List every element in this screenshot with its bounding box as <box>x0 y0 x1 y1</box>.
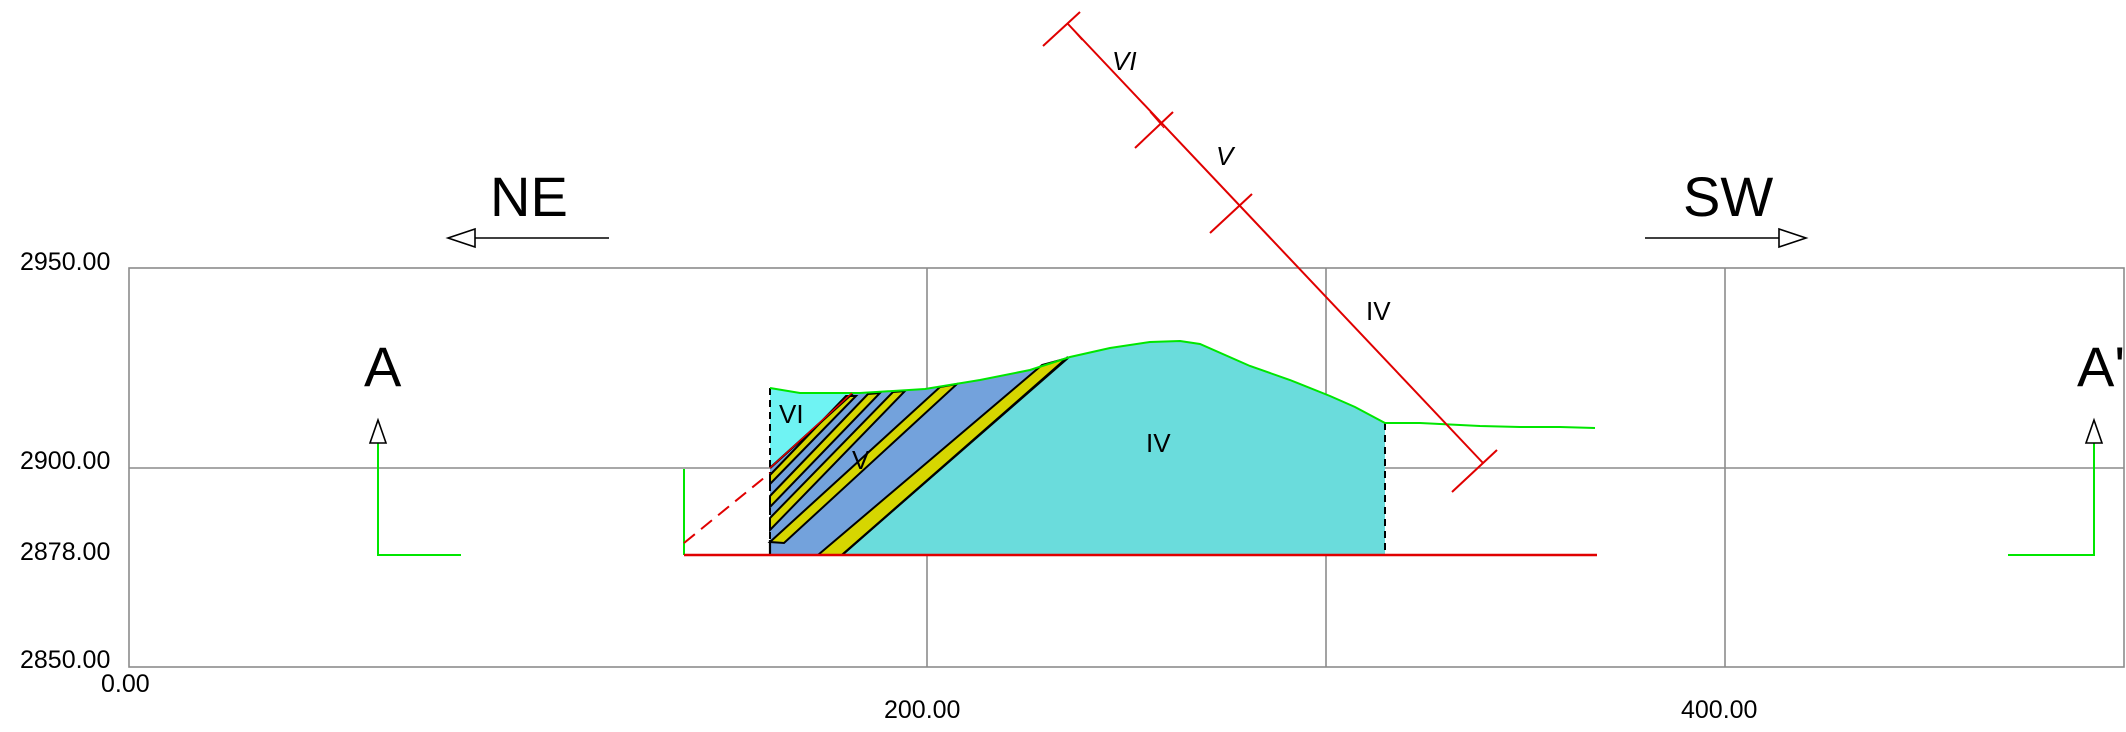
sw-arrow-head <box>1778 227 1809 249</box>
zone-iv-label: IV <box>1146 428 1171 458</box>
depth-measure <box>1042 11 1498 493</box>
x-label-200: 200.00 <box>884 696 960 724</box>
marker-a-prime-arrow <box>2084 417 2104 444</box>
direction-ne-label: NE <box>490 165 568 228</box>
depth-measure-line <box>1067 23 1484 464</box>
direction-arrows <box>445 227 1809 249</box>
depth-tick-bottom <box>1451 449 1498 493</box>
depth-v-label: V <box>1216 141 1236 171</box>
x-label-0: 0.00 <box>101 670 150 698</box>
depth-tick-v-iv <box>1209 193 1253 234</box>
direction-sw-label: SW <box>1683 165 1773 228</box>
zone-vi-label: VI <box>779 399 804 429</box>
arrow-mark-2 <box>1149 111 1165 129</box>
section-start-label: A <box>364 335 402 398</box>
stripes <box>767 357 1069 556</box>
y-label-2850: 2850.00 <box>20 646 110 674</box>
depth-vi-label: VI <box>1112 46 1137 76</box>
depth-tick-vi-v <box>1134 111 1174 149</box>
section-end-label: A' <box>2077 335 2125 398</box>
x-label-400: 400.00 <box>1681 696 1757 724</box>
marker-a-line <box>377 443 461 556</box>
arrow-mark-1 <box>1067 23 1083 41</box>
stripe-2 <box>769 391 883 510</box>
ground-surface-line <box>769 339 1596 429</box>
ne-arrow-head <box>445 227 476 249</box>
depth-iv-label: IV <box>1366 296 1391 326</box>
red-contact-line <box>769 392 853 469</box>
marker-a-arrow <box>368 417 388 444</box>
marker-a-prime-line <box>2008 443 2095 556</box>
depth-tick-top <box>1042 11 1081 47</box>
zone-fills <box>767 341 1386 556</box>
y-label-2900: 2900.00 <box>20 447 110 475</box>
zone-v-label: V <box>852 445 870 475</box>
y-label-2878: 2878.00 <box>20 538 110 566</box>
y-label-2950: 2950.00 <box>20 248 110 276</box>
section-markers <box>368 417 2104 556</box>
red-dashed-projection <box>683 472 771 544</box>
boundary-v-iv <box>841 356 1069 556</box>
